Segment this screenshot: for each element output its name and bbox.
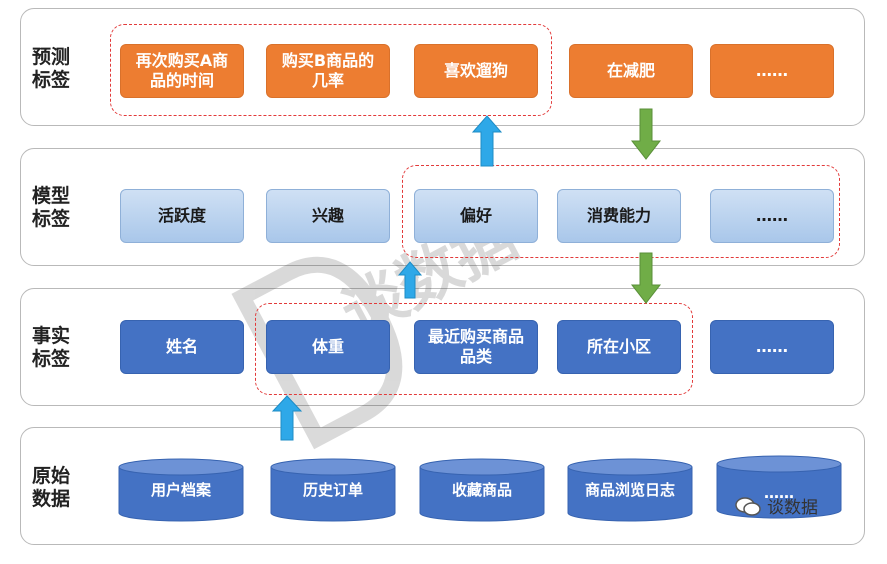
- database-icon: [270, 458, 396, 522]
- prediction-item[interactable]: 在减肥: [569, 44, 693, 98]
- raw-data-label: 收藏商品: [451, 481, 512, 499]
- layer-label-raw: 原始 数据: [32, 465, 71, 510]
- arrow-up-icon: [471, 115, 503, 167]
- raw-data-label: 用户档案: [150, 481, 211, 499]
- fact-item[interactable]: 所在小区: [557, 320, 681, 374]
- layer-label-model: 模型 标签: [32, 185, 71, 230]
- layer-label-fact: 事实 标签: [32, 325, 71, 370]
- prediction-item[interactable]: 购买B商品的 几率: [266, 44, 390, 98]
- watermark-account: 谈数据: [735, 493, 818, 518]
- fact-item[interactable]: 体重: [266, 320, 390, 374]
- prediction-item[interactable]: 喜欢遛狗: [414, 44, 538, 98]
- raw-data-cylinder[interactable]: 收藏商品: [419, 458, 545, 522]
- model-item[interactable]: 偏好: [414, 189, 538, 243]
- model-item[interactable]: 活跃度: [120, 189, 244, 243]
- arrow-down-icon: [630, 252, 662, 304]
- arrow-up-icon: [271, 395, 303, 441]
- watermark-account-name: 谈数据: [767, 498, 818, 518]
- raw-data-cylinder[interactable]: 用户档案: [118, 458, 244, 522]
- wechat-icon: [735, 496, 761, 516]
- fact-item[interactable]: ……: [710, 320, 834, 374]
- prediction-item[interactable]: ……: [710, 44, 834, 98]
- raw-data-label: 历史订单: [302, 481, 363, 499]
- raw-data-cylinder[interactable]: 历史订单: [270, 458, 396, 522]
- model-item[interactable]: ……: [710, 189, 834, 243]
- group-fact-dashed: [255, 303, 693, 395]
- database-icon: [118, 458, 244, 522]
- database-icon: [567, 458, 693, 522]
- fact-item[interactable]: 最近购买商品 品类: [414, 320, 538, 374]
- model-item[interactable]: 消费能力: [557, 189, 681, 243]
- arrow-up-icon: [397, 261, 423, 299]
- fact-item[interactable]: 姓名: [120, 320, 244, 374]
- arrow-down-icon: [630, 108, 662, 160]
- raw-data-cylinder[interactable]: 商品浏览日志: [567, 458, 693, 522]
- raw-data-label: ……: [764, 484, 794, 502]
- model-item[interactable]: 兴趣: [266, 189, 390, 243]
- database-icon: [419, 458, 545, 522]
- group-prediction-dashed: [110, 24, 552, 116]
- layer-label-prediction: 预测 标签: [32, 46, 71, 91]
- prediction-item[interactable]: 再次购买A商 品的时间: [120, 44, 244, 98]
- raw-data-label: 商品浏览日志: [584, 481, 675, 499]
- group-model-dashed: [402, 165, 840, 258]
